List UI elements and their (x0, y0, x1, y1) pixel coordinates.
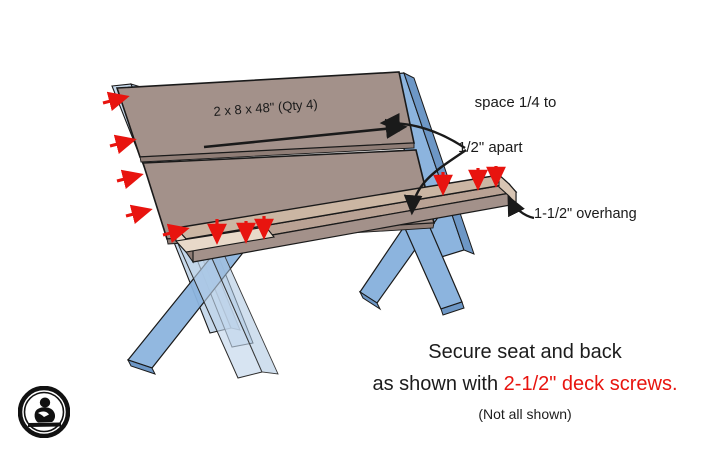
arrow-back-1 (102, 91, 130, 111)
logo-ring (18, 386, 70, 438)
label-overhang: 1-1/2" overhang (534, 206, 637, 222)
leader-overhang (507, 194, 535, 220)
right-leg-foot-right-edge (440, 301, 465, 316)
logo-figure-bench (28, 422, 61, 427)
assembly-note: Secure seat and back as shown with 2-1/2… (355, 341, 695, 422)
note-line-2-accent: 2-1/2" deck screws. (503, 373, 678, 395)
note-line-2: as shown with 2-1/2" deck screws. (355, 373, 695, 396)
right-leg-foot-left-edge (358, 290, 382, 311)
arrow-back-2 (109, 134, 137, 154)
screw-arrows-seat-right (433, 166, 506, 196)
note-line-2-prefix: as shown with (372, 373, 504, 395)
left-leg-front-diagonal-edge (127, 359, 156, 375)
leader-board-spec (203, 118, 408, 149)
logo-figure (28, 397, 61, 427)
arrow-back-4 (125, 204, 153, 224)
label-spacing-line2: 1/2" apart (458, 138, 523, 156)
logo-figure-arm (38, 411, 49, 417)
screw-arrows-backrest-left (102, 91, 190, 243)
leader-spacing-seat (403, 149, 467, 216)
note-line-1: Secure seat and back (428, 341, 622, 363)
screw-arrows-seat-left (207, 216, 274, 245)
logo-ring-inner (23, 391, 65, 433)
leader-spacing-backrest (379, 113, 466, 149)
backrest-board-upper-edge (139, 142, 415, 163)
label-spacing-line1: space 1/4 to (474, 93, 557, 111)
woodworker-circle-logo (18, 386, 70, 438)
note-line-3: (Not all shown) (478, 406, 572, 422)
arrow-seat-left-side (162, 223, 190, 243)
logo-figure-head (39, 397, 51, 408)
label-board-spacing: space 1/4 to 1/2" apart (458, 73, 556, 196)
arrow-back-3 (116, 169, 144, 189)
